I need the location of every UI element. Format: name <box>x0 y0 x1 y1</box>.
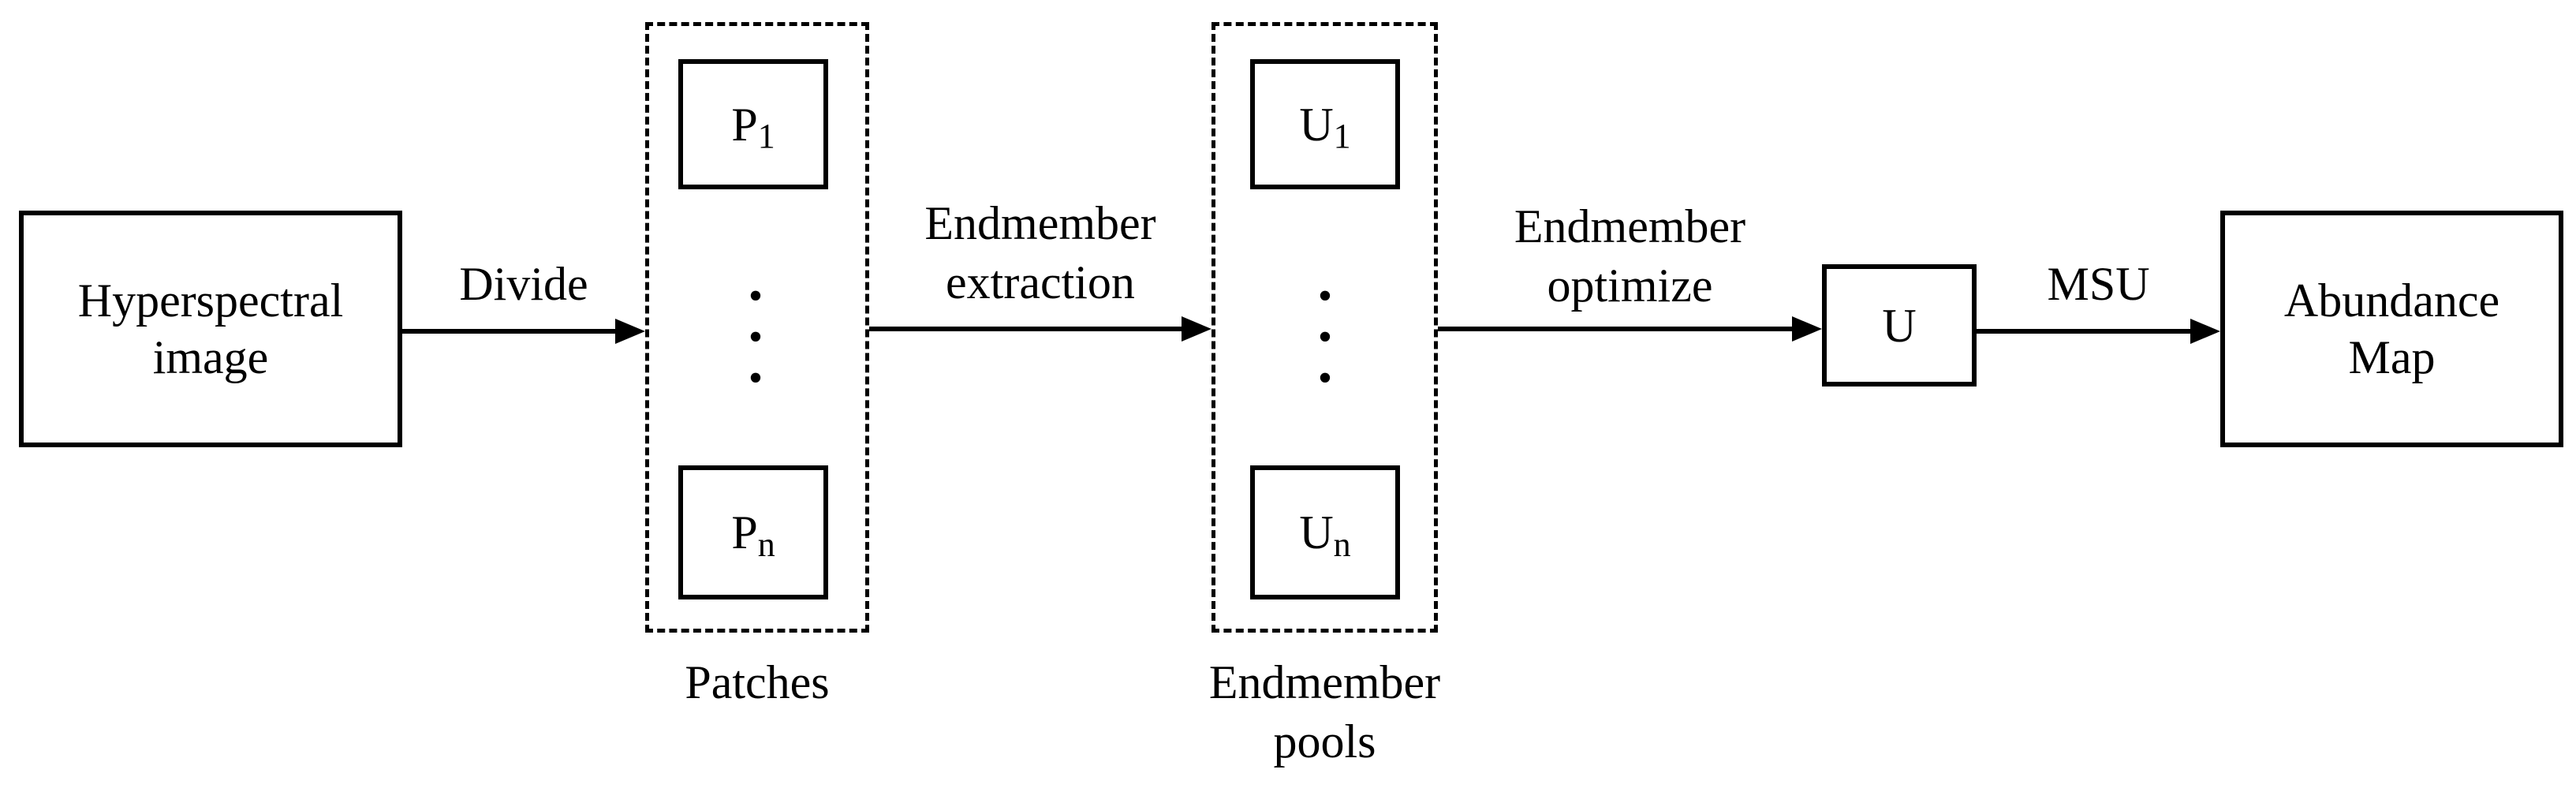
divide-arrowhead-icon <box>615 319 645 344</box>
hyperspectral-image-label: Hyperspectral image <box>78 272 344 386</box>
pool-un-base: U <box>1299 506 1334 558</box>
patches-vertical-dots-icon: • • • <box>732 274 779 399</box>
msu-arrow-label: MSU <box>2047 258 2150 310</box>
msu-arrowhead-icon <box>2190 319 2220 344</box>
divide-arrow-line <box>402 329 618 334</box>
pool-un-label: Un <box>1299 504 1351 564</box>
divide-arrow-label: Divide <box>459 258 588 310</box>
abundance-map-label-line2: Map <box>2348 331 2436 383</box>
dot-icon: • <box>1317 315 1333 360</box>
pools-vertical-dots-icon: • • • <box>1301 274 1349 399</box>
extraction-arrow-label-line1: Endmember <box>924 197 1156 249</box>
extraction-arrow-label-line2: extraction <box>946 256 1135 308</box>
abundance-map-label-line1: Abundance <box>2283 274 2500 327</box>
pool-u1-base: U <box>1299 98 1334 151</box>
patch-p1-node: P1 <box>678 59 828 189</box>
msu-arrow-line <box>1977 329 2193 334</box>
endmember-pools-group <box>1211 22 1438 633</box>
endmember-pools-caption-line2: pools <box>1273 715 1376 767</box>
pool-u1-label: U1 <box>1299 96 1351 156</box>
patches-caption: Patches <box>685 656 830 708</box>
dot-icon: • <box>748 356 763 401</box>
endmember-pools-caption-line1: Endmember <box>1208 656 1441 708</box>
dot-icon: • <box>748 315 763 360</box>
extraction-arrow-label: Endmember extraction <box>869 194 1211 312</box>
patch-p1-label: P1 <box>731 96 775 156</box>
abundance-map-node: Abundance Map <box>2220 211 2563 447</box>
extraction-arrow-line <box>869 327 1185 331</box>
abundance-map-label: Abundance Map <box>2284 272 2499 386</box>
patch-p1-subscript: 1 <box>757 117 775 156</box>
optimize-arrow-label: Endmember optimize <box>1438 197 1822 316</box>
dot-icon: • <box>748 274 763 319</box>
pool-u1-subscript: 1 <box>1333 117 1351 156</box>
patch-pn-subscript: n <box>757 525 775 564</box>
patch-pn-node: Pn <box>678 465 828 599</box>
optimize-arrowhead-icon <box>1792 316 1822 342</box>
endmember-pools-caption: Endmember pools <box>1196 653 1454 771</box>
hyperspectral-image-label-line1: Hyperspectral <box>77 274 344 327</box>
dot-icon: • <box>1317 356 1333 401</box>
dot-icon: • <box>1317 274 1333 319</box>
patch-p1-base: P <box>731 98 758 151</box>
u-node-label: U <box>1882 299 1917 352</box>
optimize-arrow-label-line1: Endmember <box>1514 200 1746 252</box>
patch-pn-label: Pn <box>731 504 775 564</box>
patches-group <box>645 22 869 633</box>
pool-un-subscript: n <box>1333 525 1351 564</box>
patch-pn-base: P <box>731 506 758 558</box>
hyperspectral-image-label-line2: image <box>152 331 269 383</box>
hyperspectral-image-node: Hyperspectral image <box>19 211 402 447</box>
pool-un-node: Un <box>1250 465 1400 599</box>
optimize-arrow-line <box>1438 327 1795 331</box>
optimize-arrow-label-line2: optimize <box>1547 260 1713 312</box>
extraction-arrowhead-icon <box>1182 316 1211 342</box>
u-node: U <box>1822 264 1977 387</box>
pool-u1-node: U1 <box>1250 59 1400 189</box>
